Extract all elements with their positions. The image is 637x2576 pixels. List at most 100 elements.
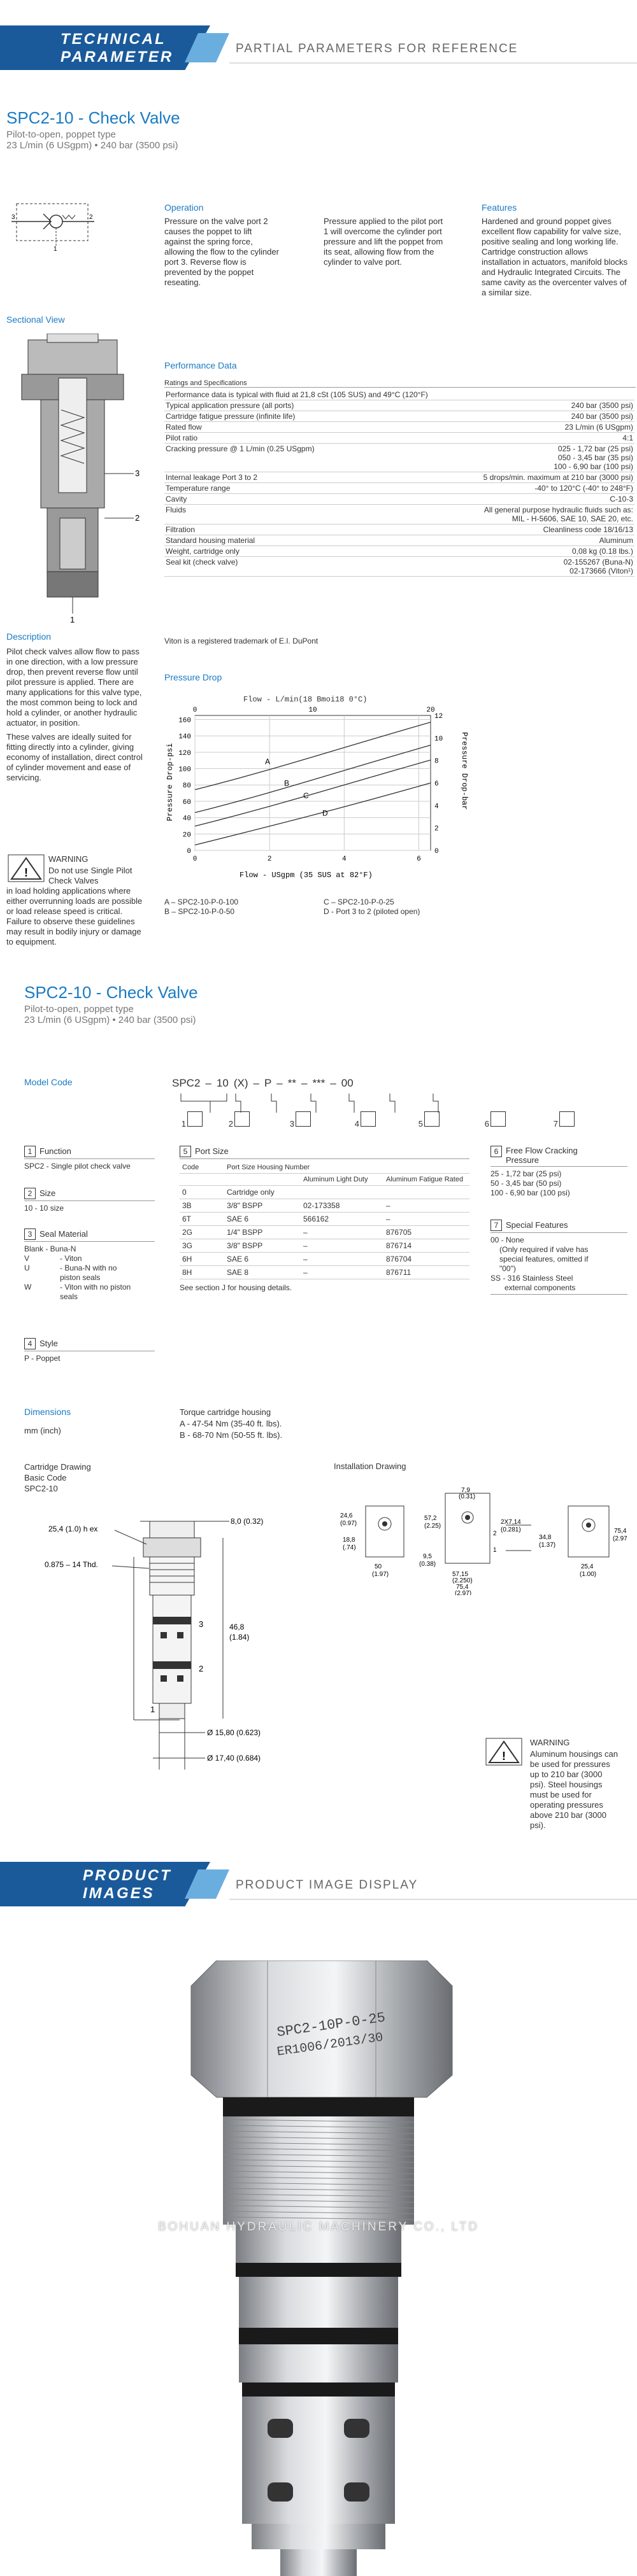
dim-port-1: 1 [150, 1705, 155, 1714]
port-size: SAE 6 [224, 1212, 301, 1226]
performance-value: 240 bar (3500 psi) [398, 400, 634, 411]
features-title: Features [482, 202, 517, 213]
warning-text-1: Do not use Single Pilot Check Valves [48, 866, 132, 885]
svg-text:75,4: 75,4 [456, 1584, 469, 1591]
chart-right-tick: 8 [434, 758, 439, 766]
model-code-box-number: 4 [354, 1119, 359, 1129]
torque-b: B - 68-70 Nm (50-55 ft. lbs). [180, 1430, 283, 1440]
svg-text:(2.97): (2.97) [613, 1535, 627, 1542]
title-name-2: Check Valve [106, 983, 198, 1002]
port-aluminum-fatigue: 876704 [383, 1252, 469, 1266]
port-aluminum-light: – [301, 1265, 383, 1279]
product-header: SPC2-10 - Check Valve Pilot-to-open, pop… [6, 108, 180, 151]
chart-right-tick: 2 [434, 826, 439, 833]
cartridge-caption-3: SPC2-10 [24, 1484, 58, 1493]
port-num: 5 [180, 1146, 191, 1157]
cartridge-dimension-drawing: 8,0 (0.32) 25,4 (1.0) h ex 0.875 – 14 Th… [45, 1517, 263, 1770]
title-name: Check Valve [88, 108, 180, 127]
warning-icon: ! [8, 854, 45, 882]
banner-dark-band [0, 25, 210, 70]
port-aluminum-light: 566162 [301, 1212, 383, 1226]
model-code-box-number: 7 [553, 1119, 558, 1129]
model-code-part: ** [287, 1077, 296, 1089]
svg-text:(0.97): (0.97) [340, 1520, 357, 1527]
svg-text:(1.37): (1.37) [539, 1542, 555, 1549]
performance-row: Seal kit (check valve)02-155267 (Buna-N)… [164, 556, 634, 577]
special-ss-detail: external components [490, 1283, 627, 1295]
model-code-brackets [180, 1094, 439, 1113]
chart-bottom-tick: 0 [193, 855, 197, 863]
style-title: Style [39, 1339, 58, 1348]
style-num: 4 [24, 1338, 36, 1349]
section-port-2: 2 [135, 513, 140, 523]
model-code-box-number: 2 [228, 1119, 233, 1129]
model-code-box [187, 1111, 203, 1127]
port-aluminum-light [301, 1185, 383, 1199]
performance-label: Fluids [164, 504, 399, 524]
chart-top-tick: 10 [308, 707, 317, 714]
model-code-part: P [264, 1077, 272, 1089]
symbol-port-2: 2 [89, 214, 93, 221]
chart-left-tick: 40 [183, 815, 191, 823]
title-code: SPC2-10 [6, 108, 74, 127]
performance-row: Cartridge fatigue pressure (infinite lif… [164, 411, 634, 422]
product-rating-2: 23 L/min (6 USgpm) • 240 bar (3500 psi) [24, 1015, 196, 1025]
svg-text:(1.00): (1.00) [580, 1571, 596, 1578]
svg-text:(2.25): (2.25) [424, 1523, 441, 1530]
chart-right-tick: 6 [434, 780, 439, 788]
model-code-part: 00 [341, 1077, 354, 1089]
hydraulic-symbol: 3 2 1 [11, 203, 94, 251]
port-size: Cartridge only [224, 1185, 301, 1199]
installation-drawing: 24,6 (0.97) 18,8 (.74) 50 (1.97) 57,2 (2… [340, 1487, 627, 1595]
section-port-1: 1 [70, 615, 75, 624]
banner2-subtitle: PRODUCT IMAGE DISPLAY [236, 1878, 419, 1892]
legend-a: A – SPC2-10-P-0-100 [164, 897, 239, 906]
port-title: Port Size [195, 1146, 229, 1156]
port-code: 0 [180, 1185, 224, 1199]
banner2-title-line2: IMAGES [83, 1885, 155, 1902]
svg-text:18,8: 18,8 [343, 1537, 355, 1544]
performance-label: Rated flow [164, 421, 399, 433]
chart-left-tick: 100 [178, 766, 191, 774]
description-text: Pilot check valves allow flow to pass in… [6, 647, 148, 783]
pressure-drop-title: Pressure Drop [164, 672, 222, 682]
model-code-part: – [330, 1077, 336, 1089]
port-aluminum-light: – [301, 1225, 383, 1239]
performance-table: Performance data is typical with fluid a… [164, 390, 634, 577]
product-rating: 23 L/min (6 USgpm) • 240 bar (3500 psi) [6, 140, 178, 151]
performance-value: Cleanliness code 18/16/13 [398, 524, 634, 535]
chart-curve-label: D [322, 809, 328, 818]
performance-label: Temperature range [164, 482, 399, 494]
model-code-box [296, 1111, 311, 1127]
chart-curve [194, 782, 431, 846]
performance-value: 23 L/min (6 USgpm) [398, 421, 634, 433]
dimensions-title: Dimensions [24, 1407, 71, 1417]
dim-46-inch: (1.84) [229, 1633, 249, 1642]
chart-curve-label: C [303, 791, 309, 800]
description-para-1: Pilot check valves allow flow to pass in… [6, 647, 142, 728]
chart-top-axis-label: Flow - L/min(18 Bmoi18 0°C) [243, 695, 367, 704]
chart-legend-right: C – SPC2-10-P-0-25 D - Port 3 to 2 (pilo… [324, 897, 420, 917]
chart-bottom-tick: 6 [417, 855, 421, 863]
model-code-part: 10 [216, 1077, 229, 1089]
operation-title: Operation [164, 202, 204, 213]
size-num: 2 [24, 1188, 36, 1199]
chart-right-tick: 12 [434, 713, 443, 721]
watermark: BOHUAN HYDRAULIC MACHINERY CO., LTD [157, 2220, 480, 2234]
chart-curve [194, 721, 431, 791]
port-size: SAE 6 [224, 1252, 301, 1266]
dim-port-2: 2 [199, 1664, 203, 1673]
performance-label: Cracking pressure @ 1 L/min (0.25 USgpm) [164, 443, 399, 472]
seal-u-code: U [24, 1263, 30, 1272]
svg-text:1: 1 [493, 1547, 497, 1554]
